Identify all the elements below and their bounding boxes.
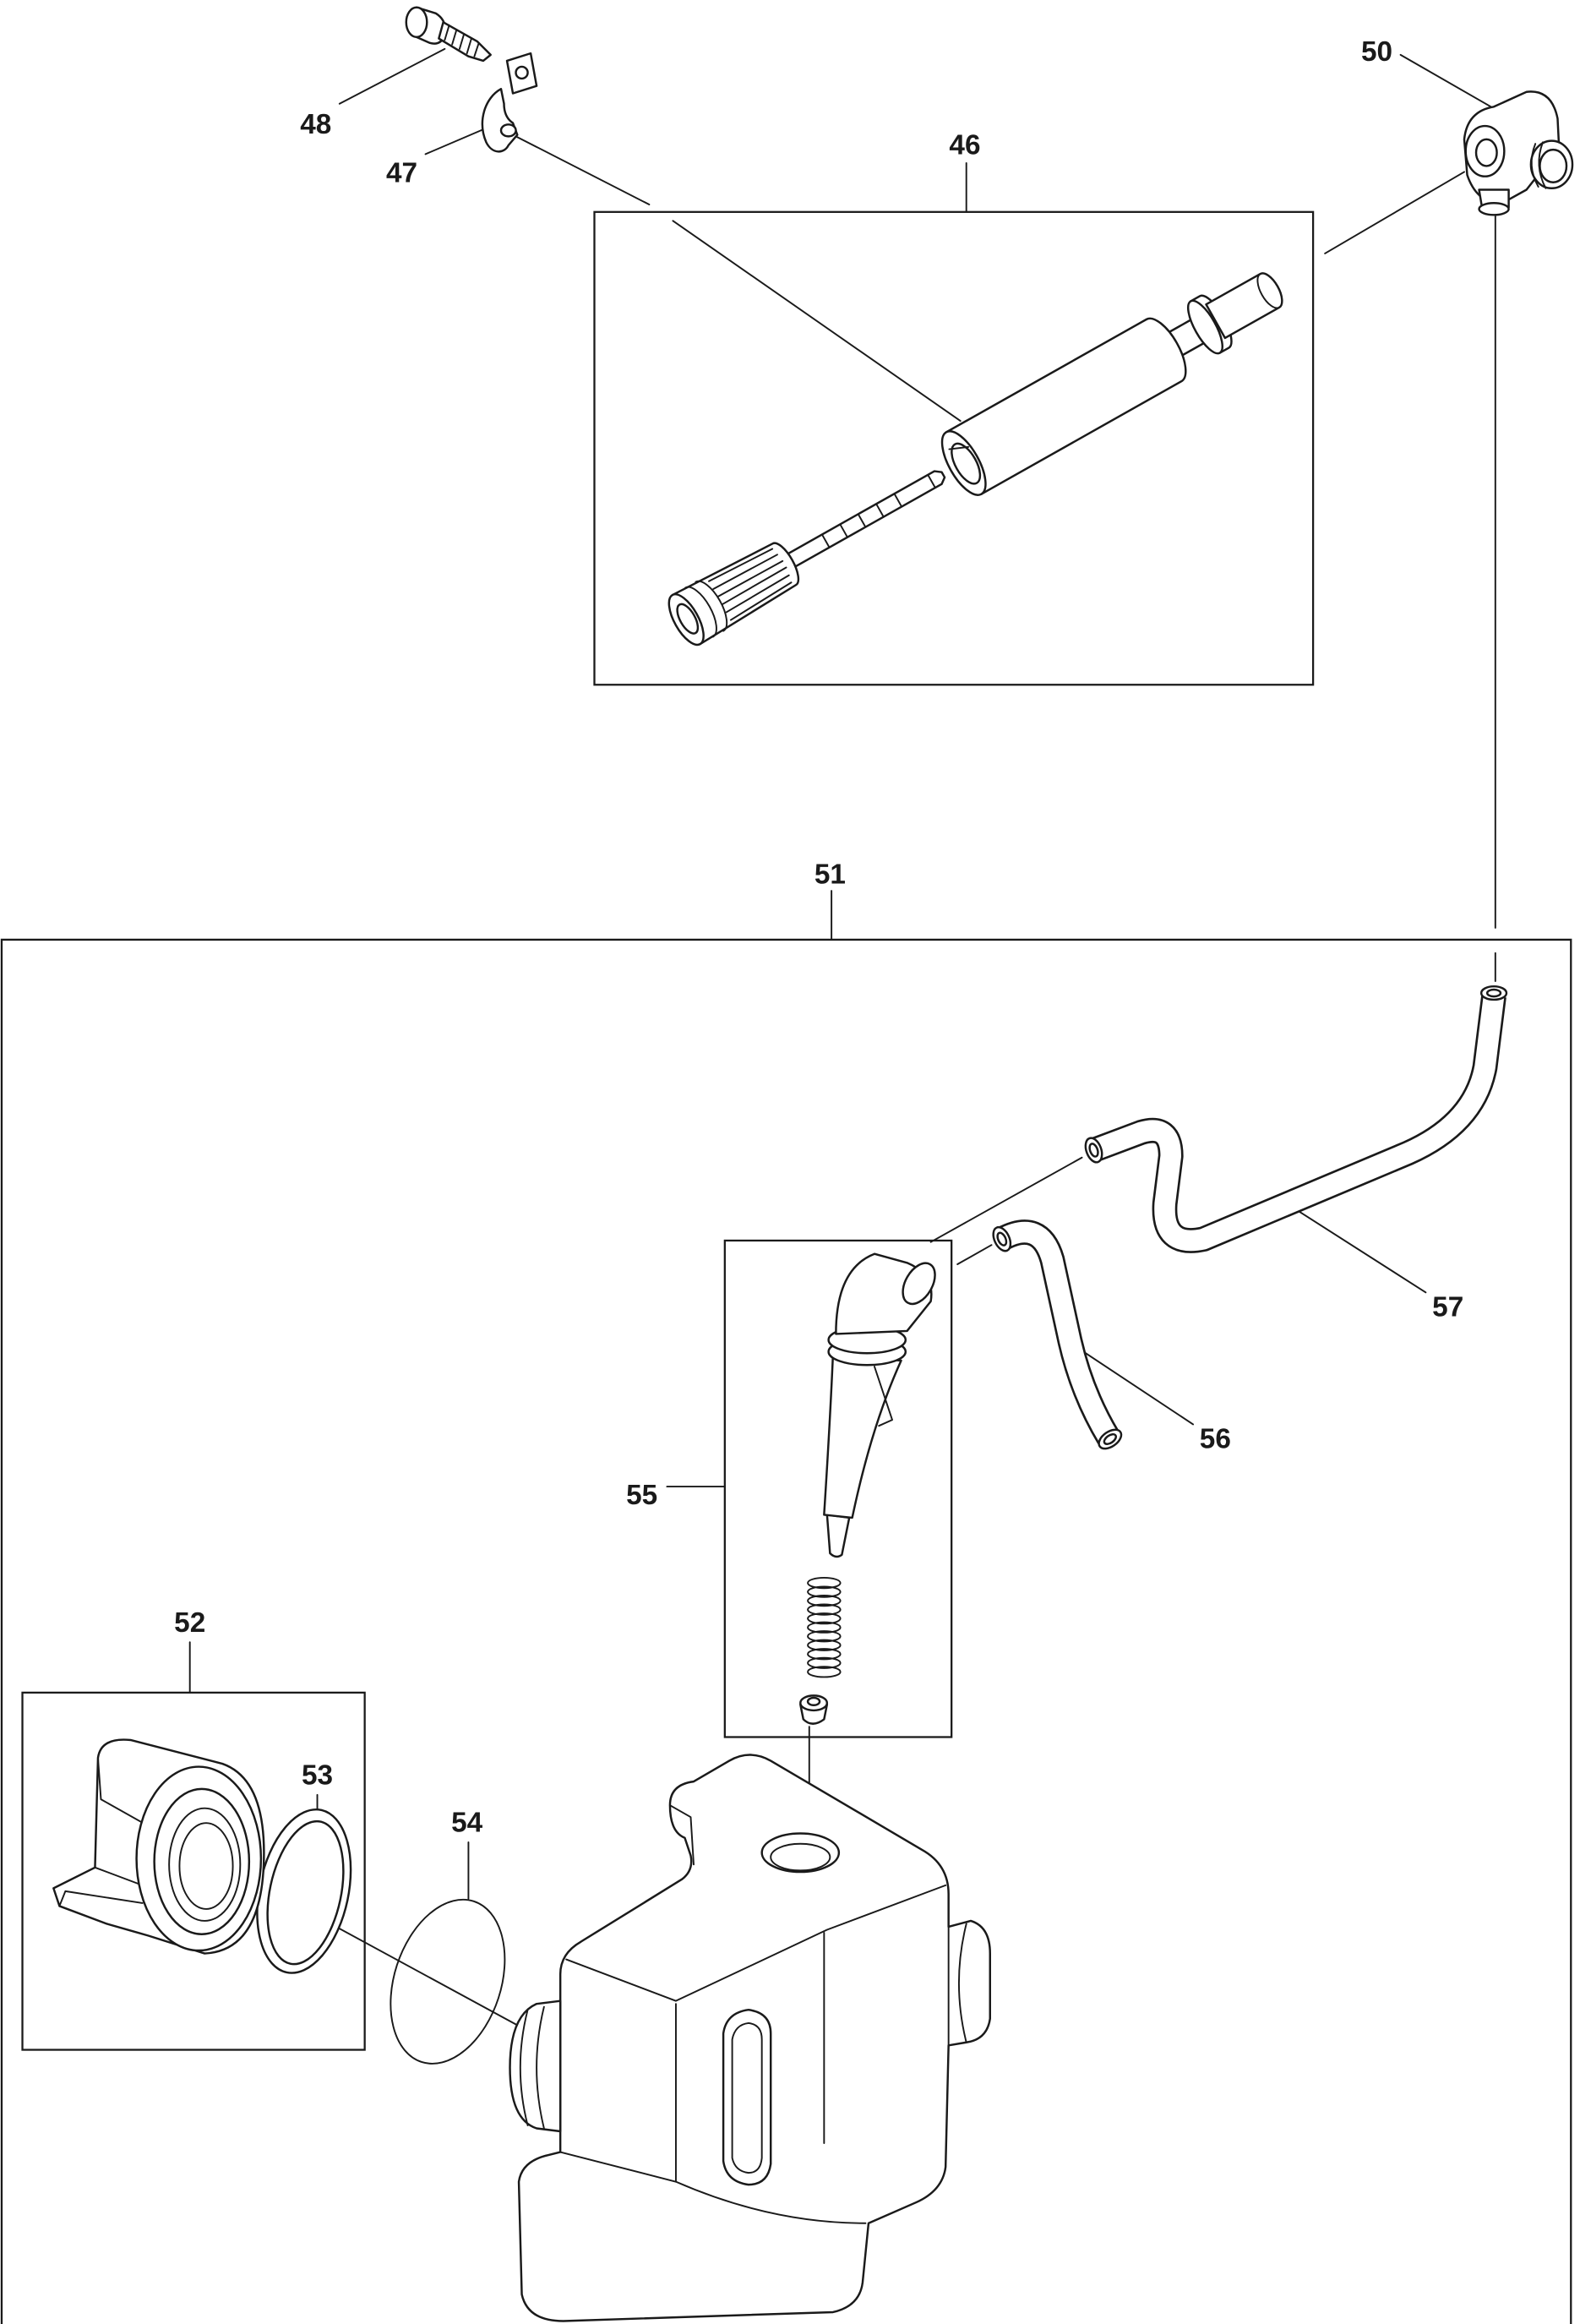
callout-53: 53 bbox=[302, 1760, 333, 1792]
pickup-valve-cap-center bbox=[806, 1696, 821, 1707]
pump-tube-notch bbox=[948, 445, 970, 450]
callout-57: 57 bbox=[1432, 1291, 1463, 1323]
screw-head-face bbox=[405, 6, 428, 39]
gasket-54 bbox=[390, 1898, 506, 2065]
hose-56-lower-bore bbox=[1103, 1432, 1117, 1445]
callout-56: 56 bbox=[1200, 1423, 1231, 1454]
tank-level-window bbox=[722, 2008, 772, 2186]
hose-57-upper-bore bbox=[1485, 988, 1502, 998]
cap-rim-inner bbox=[153, 1787, 251, 1935]
connector-47-to-46-inner bbox=[672, 220, 962, 423]
o-ring-inner bbox=[266, 1819, 345, 1966]
pump-rod bbox=[779, 470, 946, 572]
tank-filler-bore bbox=[770, 1842, 831, 1872]
tank-cap-boss-threads bbox=[519, 2005, 545, 2130]
callout-46: 46 bbox=[949, 129, 980, 161]
connector-55-to-56 bbox=[956, 1244, 993, 1265]
pickup-tip bbox=[825, 1514, 851, 1558]
pickup-55 bbox=[799, 1252, 936, 1725]
pump-rod-marks bbox=[820, 473, 936, 548]
tank-level-window-inner bbox=[731, 2022, 763, 2174]
tank-lower-edge bbox=[559, 2151, 867, 2224]
hose-57 bbox=[1084, 985, 1508, 1253]
hose-56 bbox=[992, 1219, 1123, 1450]
cap-wing-top bbox=[96, 1757, 150, 1827]
hose-57-body bbox=[1090, 995, 1505, 1252]
bracket-hole bbox=[515, 65, 529, 80]
screw-shank bbox=[438, 21, 492, 63]
screw-48 bbox=[405, 6, 492, 63]
hose-56-body bbox=[996, 1221, 1118, 1443]
hose-57-lower-bore bbox=[1088, 1143, 1099, 1158]
leader-50 bbox=[1399, 53, 1492, 108]
pickup-spring bbox=[807, 1577, 842, 1678]
fitting-eye-hole bbox=[1474, 138, 1498, 167]
assembly-box-51 bbox=[0, 938, 1572, 2324]
bracket-hook bbox=[481, 88, 519, 153]
connector-47-to-46-outer bbox=[515, 135, 651, 205]
tank-cap-52 bbox=[52, 1738, 265, 1955]
o-ring-53 bbox=[256, 1808, 352, 1974]
hose-56-upper-bore bbox=[996, 1231, 1008, 1247]
callout-48: 48 bbox=[300, 109, 331, 140]
cap-wing-lower bbox=[58, 1866, 144, 1907]
bracket-47 bbox=[481, 52, 538, 153]
oil-tank bbox=[509, 1754, 991, 2322]
pickup-elbow-opening bbox=[902, 1262, 936, 1306]
leader-48 bbox=[338, 47, 446, 105]
pickup-fin bbox=[874, 1366, 893, 1427]
fitting-nipple-bore bbox=[1539, 148, 1568, 183]
leader-56 bbox=[1069, 1342, 1195, 1426]
callout-55: 55 bbox=[626, 1480, 657, 1511]
pump-end-face bbox=[1256, 273, 1281, 309]
fitting-nipple-ribs bbox=[1530, 141, 1547, 189]
cap-thread-2 bbox=[178, 1822, 234, 1910]
leader-47 bbox=[424, 126, 489, 155]
fitting-spigot-end bbox=[1478, 202, 1510, 216]
screw-thread bbox=[444, 24, 480, 57]
tank-neck-edge bbox=[668, 1804, 695, 1866]
adjuster-rings bbox=[684, 580, 728, 638]
connector-53-to-tank bbox=[313, 1913, 523, 2029]
assembly-box-55 bbox=[723, 1239, 953, 1738]
tank-side-edges bbox=[674, 1932, 825, 2183]
callout-47: 47 bbox=[386, 158, 417, 189]
connector-50-to-46 bbox=[1324, 171, 1465, 254]
bracket-pin bbox=[499, 123, 517, 138]
adjuster-knurl bbox=[708, 548, 793, 621]
callout-52: 52 bbox=[174, 1607, 205, 1639]
callout-50: 50 bbox=[1361, 36, 1392, 68]
callout-51: 51 bbox=[815, 859, 846, 890]
connector-55-to-57 bbox=[929, 1156, 1083, 1243]
tank-cap-boss bbox=[509, 1999, 562, 2133]
cap-thread-1 bbox=[168, 1807, 242, 1922]
pump-tube-bore bbox=[951, 442, 982, 485]
tank-top-edge bbox=[565, 1884, 947, 2002]
pickup-elbow bbox=[835, 1252, 933, 1335]
adjuster-end-bore bbox=[676, 603, 700, 635]
pump-flange bbox=[1186, 299, 1223, 355]
assembly-box-46 bbox=[593, 210, 1315, 686]
callout-54: 54 bbox=[451, 1808, 483, 1839]
pickup-stem bbox=[823, 1353, 902, 1519]
adjuster-body bbox=[671, 542, 800, 646]
tank-side-boss bbox=[947, 1923, 967, 2047]
pump-end-cylinder bbox=[1205, 272, 1283, 340]
tank-filler-hole bbox=[760, 1832, 841, 1874]
banjo-fitting-50 bbox=[1463, 90, 1574, 216]
leader-57 bbox=[1297, 1209, 1427, 1294]
assembly-box-52 bbox=[21, 1691, 366, 2051]
pump-tube bbox=[945, 317, 1187, 495]
pump-assembly-46 bbox=[667, 272, 1283, 646]
